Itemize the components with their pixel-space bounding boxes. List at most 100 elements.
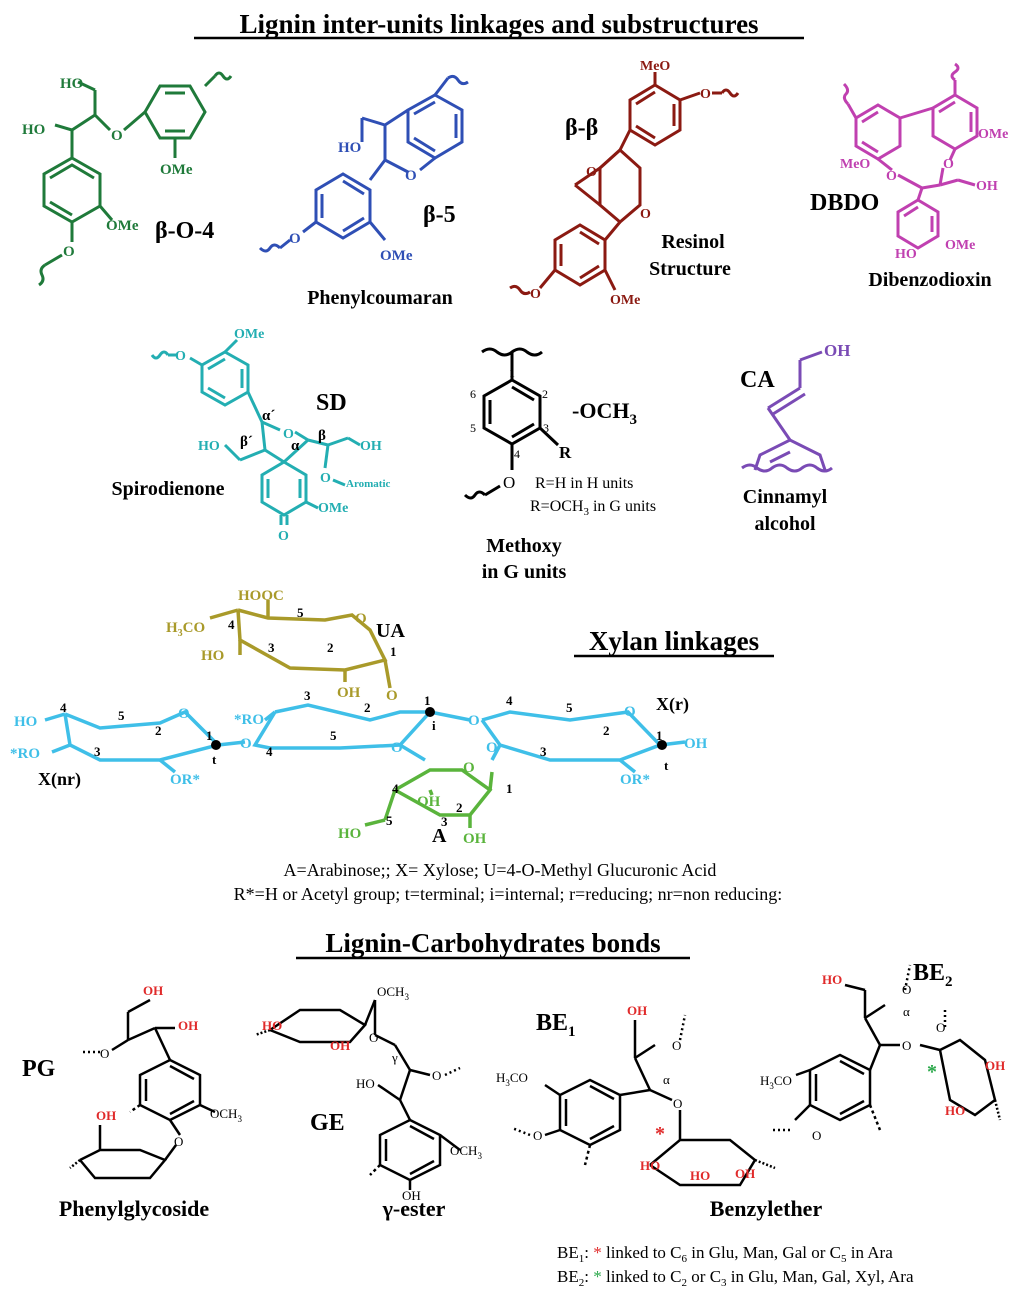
- sd-bond-o-top: [189, 356, 203, 367]
- be2-bond-o-dots: [903, 964, 912, 991]
- be1-bond-b-o: [634, 1043, 656, 1060]
- ge-bond-a-ring: [398, 1099, 412, 1121]
- ca-bond-b-a-db: [772, 392, 806, 416]
- xylan-legend-1: A=Arabinose;; X= Xylose; U=4-O-Methyl Gl…: [284, 860, 717, 880]
- be1-bond-o: [544, 1128, 561, 1137]
- x-r-oh: OH: [684, 736, 708, 752]
- dbdo-bond-cb: [938, 167, 945, 186]
- be-note2-sub: 2: [579, 1277, 585, 1289]
- be2-bond-b-a: [863, 1017, 882, 1046]
- b-b-bond-aryl-top: [618, 129, 632, 151]
- structure-ge: [254, 999, 461, 1190]
- be1-name-a: BE: [536, 1010, 568, 1036]
- b-5-o-bottom: O: [289, 231, 301, 247]
- b-5-ring-bottom: [314, 172, 372, 240]
- methoxy-pos4: 4: [514, 447, 520, 461]
- ua-num2: 2: [327, 640, 334, 655]
- sd-ome-top: OMe: [234, 327, 264, 342]
- x-r-num4: 4: [506, 693, 513, 708]
- x-nr-ho: HO: [14, 714, 37, 730]
- methoxy-label-sub: 3: [629, 412, 637, 428]
- ua-num4: 4: [228, 617, 235, 632]
- section-title-lcc: Lignin-Carbohydrates bonds: [296, 928, 690, 960]
- dbdo-labels: OMe MeO O O OH HO OMe: [840, 127, 1008, 262]
- methoxy-pos2: 2: [542, 387, 548, 401]
- x-nr-bond-ro: [51, 743, 71, 754]
- methoxy-bond-o-wavy: [484, 484, 501, 497]
- x-link1-o: O: [240, 736, 252, 752]
- b-o-4-bond-right: [203, 74, 217, 88]
- be2-name-a: BE: [913, 960, 945, 986]
- ge-och3: OCH3: [450, 1143, 482, 1161]
- ua-hooc: HOOC: [238, 588, 284, 604]
- b-b-ring-top-db3: [635, 124, 656, 140]
- ua-num5: 5: [297, 605, 304, 620]
- sd-o-ring: O: [283, 427, 294, 442]
- structure-methoxy: [463, 347, 560, 500]
- ge-bond-b-o: [409, 1068, 431, 1077]
- ge-och3-top-a: OCH: [377, 984, 404, 999]
- a-bond-c1: [488, 771, 494, 791]
- sd-bond-bp-ch2: [239, 448, 266, 462]
- sd-greek-labels: α´ β´ α β: [240, 408, 326, 454]
- sd-o-aromatic: O: [320, 471, 331, 486]
- sd-labels: O OMe O HO OH O Aromatic OMe O: [175, 327, 391, 544]
- sd-bond-bp-spiro: [264, 448, 285, 464]
- ua-o-link: O: [386, 688, 398, 704]
- be2-bond-o: [794, 1104, 811, 1121]
- be2-ring-db3: [839, 1099, 865, 1116]
- x-r-t: t: [664, 758, 669, 773]
- x-mid-num5: 5: [330, 728, 337, 743]
- x-nr-bond-link: [217, 740, 246, 747]
- b-o-4-o-bottom: O: [63, 244, 75, 260]
- b-o-4-ring-lower: [42, 156, 102, 224]
- methoxy-position-labels: 1 2 3 4 5 6: [470, 366, 549, 461]
- structure-beta-o-4: [38, 71, 233, 287]
- ua-h3co-co: CO: [183, 620, 206, 636]
- be1-bond-b-a: [633, 1057, 652, 1091]
- structure-spirodienone: [150, 338, 361, 525]
- x-nr-num4: 4: [60, 700, 67, 715]
- pg-bond-me-dash: [129, 1103, 141, 1114]
- xylan-x-numbers: 4 5 3 2 1 t 3 2 4 5 1 i 4 5 3 2 1 t: [60, 688, 669, 773]
- methoxy-pos5: 5: [470, 421, 476, 435]
- x-mid-dot: [425, 707, 435, 717]
- be-note1-e: in Ara: [846, 1243, 893, 1262]
- section-title-lignin: Lignin inter-units linkages and substruc…: [194, 9, 804, 40]
- b-b-bond-ch2-1: [574, 166, 601, 187]
- dbdo-biaryl: [899, 106, 934, 120]
- title-xylan: Xylan linkages: [589, 626, 759, 656]
- structure-be2: [770, 964, 1002, 1132]
- be2-sugar-dots: [993, 1099, 1002, 1121]
- xylan-x-labels: HO *RO OR* O O *RO O O O O OR* OH: [10, 704, 708, 788]
- dbdo-o2: O: [943, 157, 954, 172]
- dbdo-bond-ab: [921, 183, 941, 190]
- ge-bond-a-oh: [377, 1083, 401, 1102]
- b-o-4-ho-top: HO: [60, 76, 83, 92]
- x-ring2-o: O: [391, 740, 403, 756]
- b-b-wavy-top: [720, 88, 740, 98]
- a-oh1: OH: [417, 794, 441, 810]
- x-mid-num4: 4: [266, 744, 273, 759]
- x-r-or: OR*: [620, 772, 650, 788]
- pg-och3-sub: 3: [237, 1114, 242, 1124]
- sd-alpha-prime: α´: [262, 408, 275, 424]
- be2-o-a: O: [902, 1038, 911, 1053]
- dbdo-ring-left-db2: [861, 140, 879, 154]
- be-note1-sub3: 5: [841, 1253, 847, 1265]
- be2-alpha: α: [903, 1004, 910, 1019]
- a-num2: 2: [456, 800, 463, 815]
- sd-ome: OMe: [318, 501, 348, 516]
- ua-o-ring: O: [355, 611, 367, 627]
- be1-oh-sugar: OH: [735, 1166, 755, 1181]
- x-nr-ring: [63, 709, 222, 762]
- be-note1-d: in Glu, Man, Gal or C: [687, 1243, 841, 1262]
- dbdo-bond-left-top: [846, 103, 858, 119]
- dbdo-ring-left-db1: [861, 110, 879, 124]
- b-b-bond-o-top: [679, 91, 701, 102]
- be-note1-b: :: [584, 1243, 593, 1262]
- methoxy-note2: R=OCH3 in G units: [530, 498, 656, 518]
- sd-bond-a-spiro: [282, 438, 310, 464]
- structure-beta-beta: [509, 72, 740, 296]
- pg-ring: [138, 1058, 202, 1122]
